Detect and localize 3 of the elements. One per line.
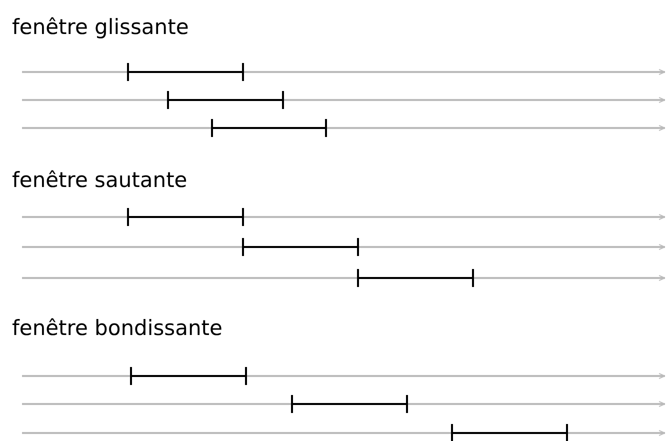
- section-heading: fenêtre bondissante: [12, 315, 222, 341]
- section-heading: fenêtre sautante: [12, 167, 188, 193]
- section-heading: fenêtre glissante: [12, 14, 189, 40]
